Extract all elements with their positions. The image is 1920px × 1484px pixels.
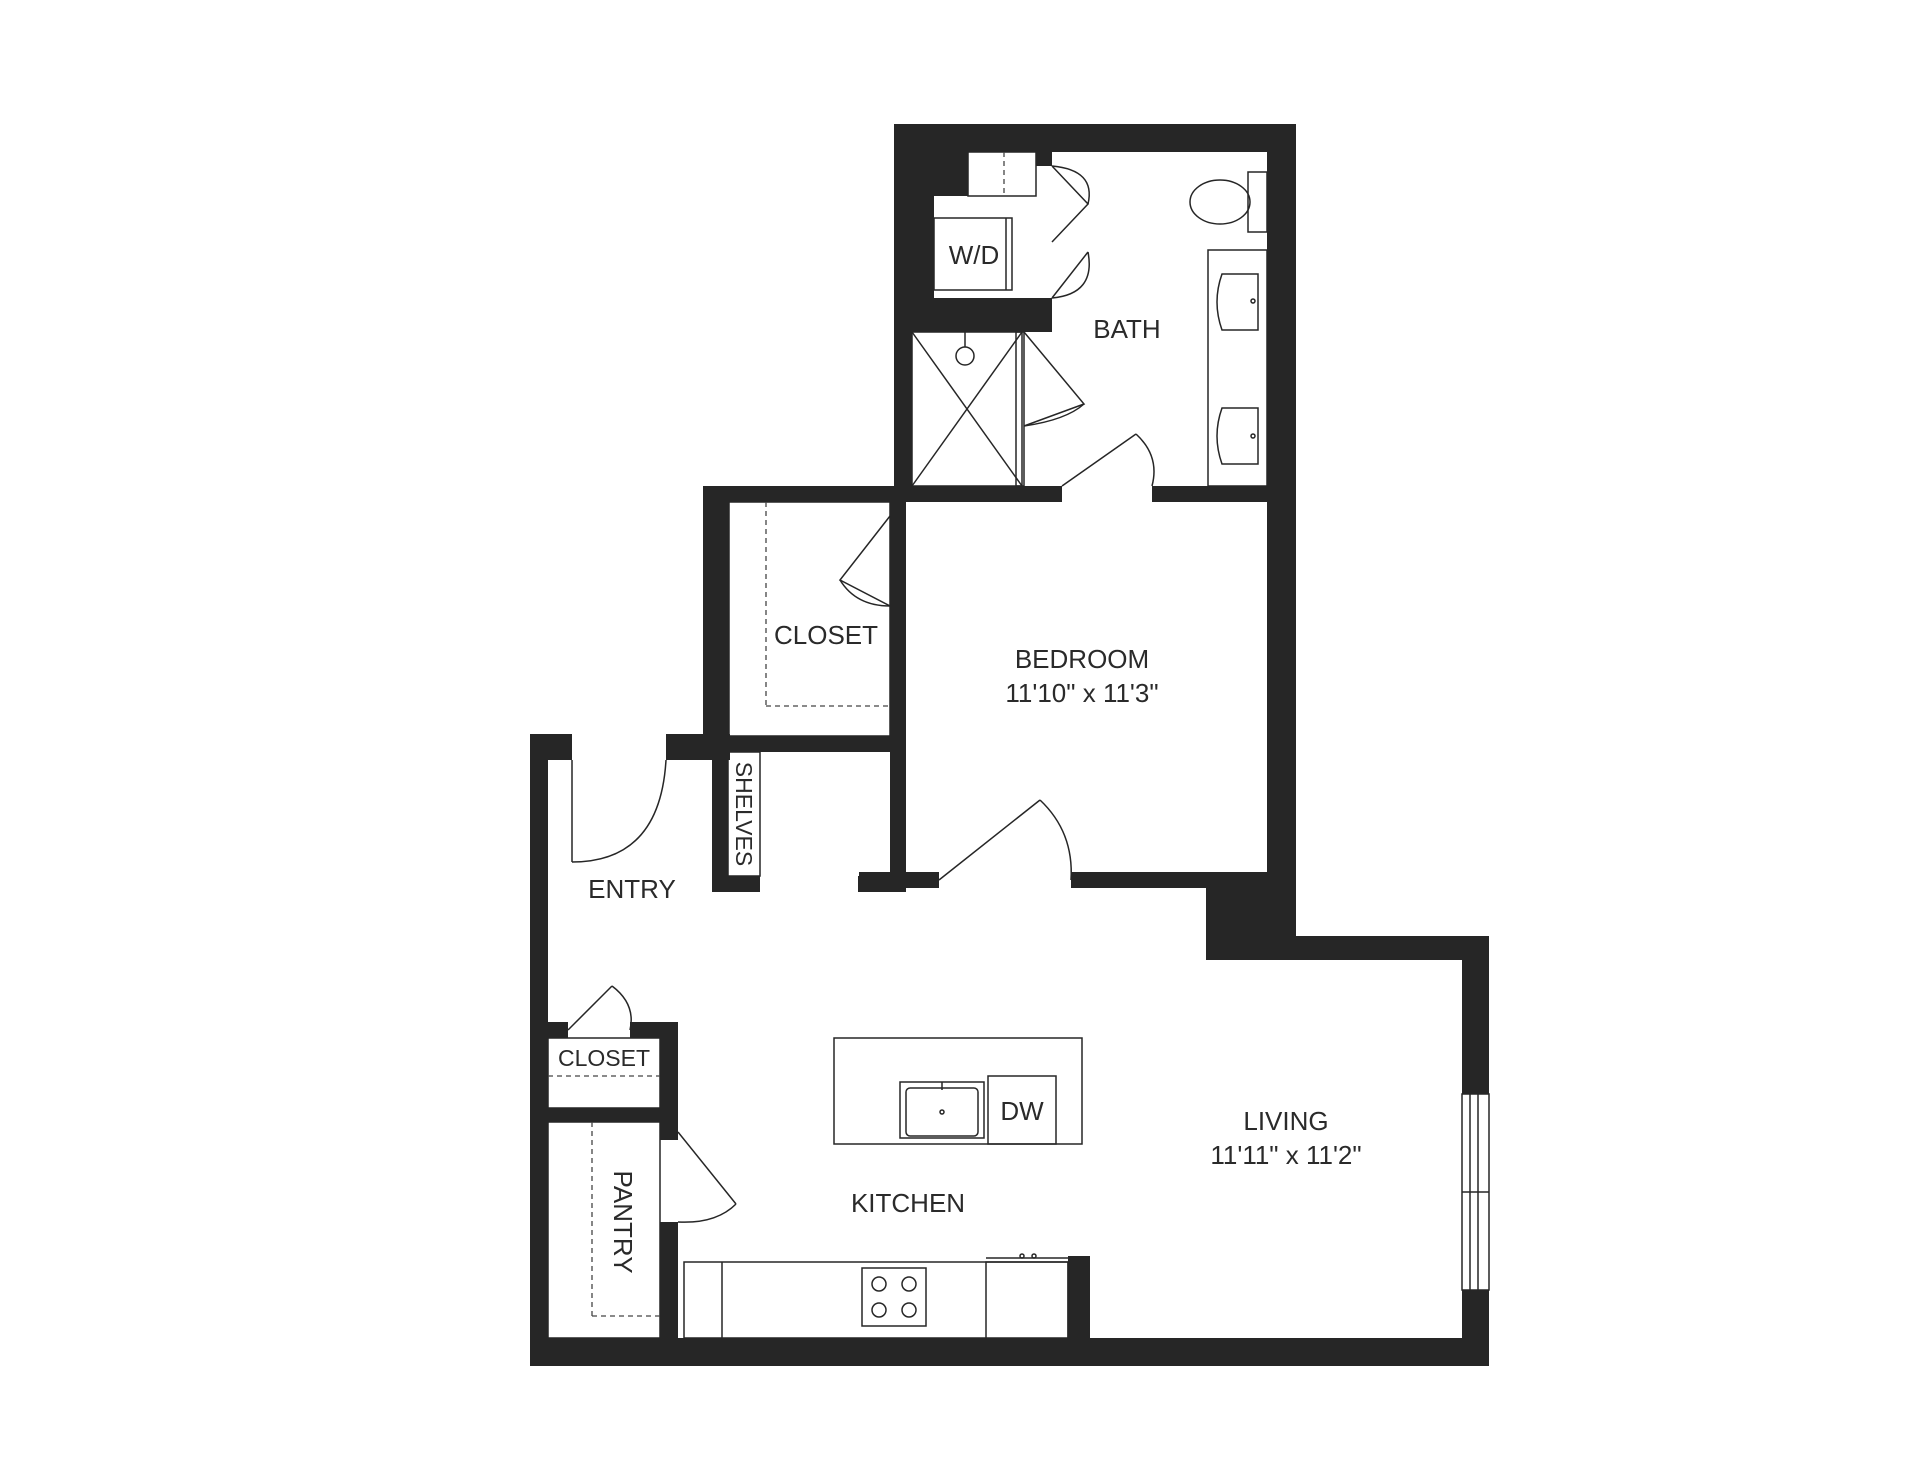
hall-stub-wall <box>858 876 906 892</box>
bedroom-dimensions: 11'10" x 11'3" <box>1005 678 1158 708</box>
living-label: LIVING <box>1243 1106 1328 1136</box>
bedroom-label: BEDROOM <box>1015 644 1149 674</box>
bath-door <box>1061 433 1155 487</box>
coat-closet-label: CLOSET <box>558 1045 650 1071</box>
pantry-east-wall <box>660 1222 678 1352</box>
pantry-door <box>677 1131 737 1223</box>
coat-closet-interior <box>547 1037 661 1109</box>
south-wall <box>530 1338 1489 1366</box>
shelves-bottom-wall <box>712 876 760 892</box>
kitchen-label: KITCHEN <box>851 1188 965 1218</box>
bath-wd-wall-bottom <box>912 298 1052 332</box>
shower-door <box>1023 331 1086 427</box>
entry-door <box>571 759 667 863</box>
bath-fixtures <box>911 151 1268 487</box>
wd-label: W/D <box>949 240 1000 270</box>
entry-door-jamb-left <box>548 734 572 760</box>
bath-wd-wall-top <box>912 152 968 196</box>
bath-bed-wall-left <box>706 486 1062 502</box>
coat-closet-top-wall-left <box>548 1022 568 1038</box>
closet-left-wall <box>703 486 729 752</box>
pantry-interior <box>547 1121 661 1339</box>
entry-label: ENTRY <box>588 874 676 904</box>
living-window <box>1461 1093 1490 1291</box>
shelves-left-wall <box>712 752 728 892</box>
bath-wd-jamb <box>1036 152 1052 166</box>
coat-closet-door <box>567 985 632 1031</box>
dishwasher <box>987 1075 1057 1145</box>
closet-bed-wall-top <box>890 486 906 606</box>
living-east-wall-top <box>1462 936 1489 1094</box>
shelves-unit <box>727 751 761 877</box>
bath-bed-wall-right <box>1152 486 1296 502</box>
refrigerator <box>985 1261 1069 1347</box>
shower-drain-icon <box>955 346 975 366</box>
room-labels: BATH W/D CLOSET BEDROOM 11'10" x 11'3" S… <box>558 240 1362 1274</box>
closet-bottom-wall <box>729 736 896 752</box>
sink-icon <box>1216 407 1259 465</box>
island-sink-icon <box>899 1081 985 1139</box>
toilet-icon <box>1189 171 1268 233</box>
bath-top-wall <box>894 124 1296 152</box>
east-notch-wall <box>1206 872 1296 946</box>
bath-label: BATH <box>1093 314 1160 344</box>
coat-closet <box>547 985 661 1109</box>
wd-alcove <box>967 151 1037 197</box>
sink-icon <box>1216 273 1259 331</box>
coat-pantry-divider <box>548 1108 660 1122</box>
cooktop-icon <box>861 1267 927 1327</box>
bedroom-door <box>938 799 1072 881</box>
coat-closet-east-wall <box>660 1022 678 1140</box>
bath-left-wall <box>894 124 912 502</box>
east-upper-wall <box>1267 124 1296 946</box>
washer-dryer <box>933 217 1013 291</box>
shelves-label: SHELVES <box>731 762 757 866</box>
west-wall <box>530 734 548 1366</box>
walls <box>530 124 1489 1366</box>
closet-interior <box>728 501 891 737</box>
kitchen-counter <box>683 1253 1069 1347</box>
living-dimensions: 11'11" x 11'2" <box>1210 1140 1361 1170</box>
kitchen-fridge-wall <box>1068 1256 1090 1352</box>
closet-bed-wall-bottom <box>890 606 906 888</box>
pantry <box>547 1121 737 1339</box>
walk-in-closet <box>728 501 891 737</box>
island-counter <box>833 1037 1083 1145</box>
dishwasher-label: DW <box>1000 1096 1044 1126</box>
kitchen-island <box>833 1037 1083 1145</box>
walk-closet-label: CLOSET <box>774 620 878 650</box>
closet-door <box>838 515 891 607</box>
vanity-counter <box>1207 249 1268 487</box>
living-top-wall <box>1206 936 1489 960</box>
pantry-east-jamb <box>660 1122 678 1132</box>
shower-stall <box>911 331 1023 487</box>
pantry-label: PANTRY <box>608 1170 638 1273</box>
